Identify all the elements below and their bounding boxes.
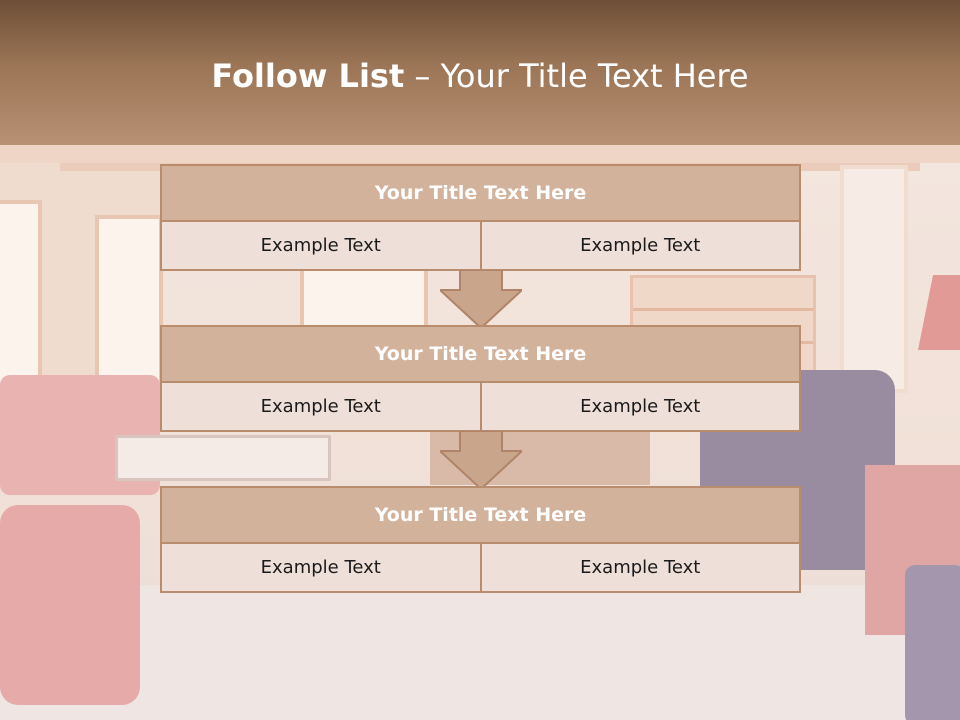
flow-step-2[interactable]: Your Title Text Here Example Text Exampl… <box>160 325 801 432</box>
armchair <box>0 505 140 705</box>
step-title: Your Title Text Here <box>162 488 799 544</box>
flow-step-1[interactable]: Your Title Text Here Example Text Exampl… <box>160 164 801 271</box>
window <box>840 165 908 393</box>
step-cell-left: Example Text <box>162 544 480 591</box>
chair <box>905 565 960 720</box>
step-row: Example Text Example Text <box>162 544 799 591</box>
step-row: Example Text Example Text <box>162 383 799 430</box>
page-title: Follow List – Your Title Text Here <box>0 56 960 96</box>
step-cell-left: Example Text <box>162 222 480 269</box>
step-cell-right: Example Text <box>479 383 799 430</box>
step-title: Your Title Text Here <box>162 327 799 383</box>
coffee-table <box>115 435 331 481</box>
step-cell-right: Example Text <box>479 544 799 591</box>
step-row: Example Text Example Text <box>162 222 799 269</box>
carpet <box>0 585 960 720</box>
page-title-rest: – Your Title Text Here <box>404 57 749 95</box>
down-arrow-icon <box>440 270 522 330</box>
step-cell-right: Example Text <box>479 222 799 269</box>
down-arrow-icon <box>440 431 522 491</box>
lamp <box>918 275 960 350</box>
title-banner: Follow List – Your Title Text Here <box>0 0 960 145</box>
window <box>95 215 163 388</box>
ceiling-beam <box>0 145 960 163</box>
step-title: Your Title Text Here <box>162 166 799 222</box>
window <box>0 200 42 388</box>
flow-step-3[interactable]: Your Title Text Here Example Text Exampl… <box>160 486 801 593</box>
step-cell-left: Example Text <box>162 383 480 430</box>
page-title-bold: Follow List <box>211 57 405 95</box>
